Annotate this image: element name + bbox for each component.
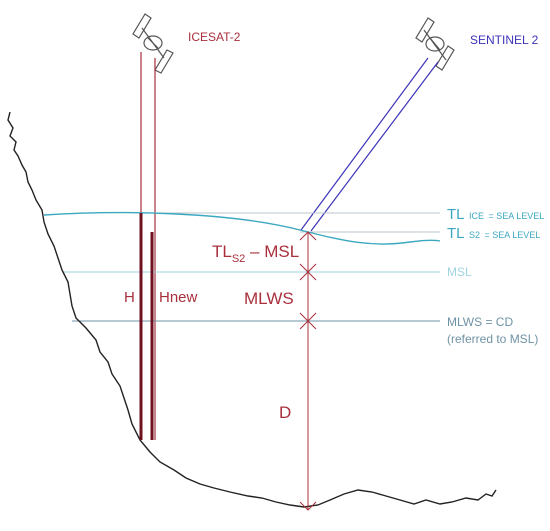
depth-label: D (279, 403, 292, 422)
msl-label: MSL (447, 265, 472, 279)
sentinel-beam-2 (310, 61, 439, 232)
mlws-note: (referred to MSL) (447, 332, 539, 346)
tl-minus-msl-rest: – MSL (250, 242, 300, 261)
tl-s2-main: TL (447, 225, 465, 242)
h-label: H (124, 289, 135, 306)
tl-minus-msl-main: TL (212, 242, 232, 261)
sentinel-satellite-icon (415, 17, 455, 71)
icesat-label: ICESAT-2 (188, 30, 241, 44)
tl-s2-sub: S2 (468, 230, 480, 240)
sentinel-label: SENTINEL 2 (470, 33, 539, 47)
mlws-label: MLWS = CD (447, 315, 514, 329)
tl-s2-label: TL S2 = SEA LEVEL (447, 226, 540, 242)
measurement-ticks (299, 231, 317, 511)
tl-ice-main: TL (447, 206, 465, 223)
tl-ice-sub: ICE (468, 211, 484, 221)
tl-ice-rest: = SEA LEVEL (488, 211, 545, 221)
tl-ice-label: TL ICE = SEA LEVEL (447, 207, 544, 223)
tl-minus-msl-sub: S2 (231, 253, 246, 265)
tl-minus-msl-label: TLS2 – MSL (212, 242, 300, 265)
hnew-label: Hnew (159, 289, 198, 306)
sentinel-beam-1 (300, 57, 429, 231)
tl-s2-rest: = SEA LEVEL (484, 230, 541, 240)
coastline (7, 111, 497, 508)
icesat-satellite-icon (132, 13, 174, 74)
sea-surface-wave (43, 211, 441, 245)
mlws-quantity-label: MLWS (244, 289, 294, 308)
